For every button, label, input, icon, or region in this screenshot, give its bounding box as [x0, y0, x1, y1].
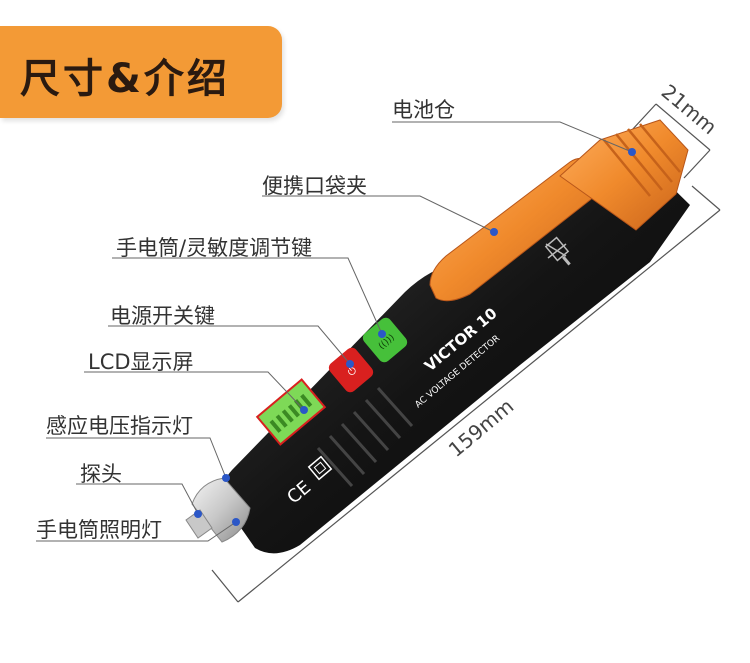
battery-cap [559, 119, 689, 231]
power-button: ⏻ [328, 347, 374, 393]
label-lcd: LCD显示屏 [88, 350, 194, 374]
detector-body [221, 156, 690, 554]
label-probe: 探头 [80, 462, 122, 486]
title-badge: 尺寸&介绍 [0, 26, 282, 118]
label-flashlight: 手电筒照明灯 [36, 518, 162, 542]
label-power-button: 电源开关键 [110, 304, 215, 328]
label-battery: 电池仓 [392, 98, 455, 122]
callout-dots [194, 148, 636, 526]
page-title: 尺寸&介绍 [20, 56, 230, 102]
probe-tip [185, 477, 251, 543]
recycle-bin-icon [544, 236, 570, 262]
label-induction-light: 感应电压指示灯 [46, 414, 193, 438]
label-pocket-clip: 便携口袋夹 [262, 174, 367, 198]
callout-lines [36, 121, 633, 542]
dimension-lines [211, 103, 721, 603]
label-flashlight-button: 手电筒/灵敏度调节键 [116, 236, 313, 260]
